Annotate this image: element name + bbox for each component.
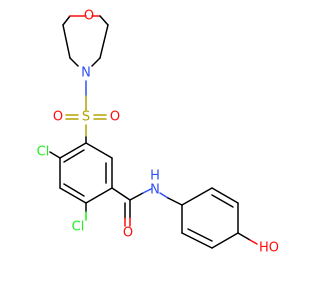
atom-label-hydrogen: H [150,169,160,184]
atom-label-sulfur: S [82,110,90,125]
amide-group [111,187,183,227]
bond [62,24,71,59]
bond [249,239,258,245]
atom-label-chlorine: Cl [37,145,50,160]
bond [99,15,109,26]
atom-label-nitrogen: N [81,66,91,81]
bond [211,232,239,249]
bond [129,192,144,201]
bond [63,149,85,163]
bond [187,228,213,242]
bond [59,187,87,204]
atom-label-oxygen: O [110,110,120,125]
hydroxyphenyl-ring [181,187,239,249]
bond [63,183,85,197]
structure-canvas: O N S O O Cl Cl N H O HO [37,9,279,256]
bond [237,232,251,241]
bond [62,15,71,26]
morpholine-ring [62,15,109,67]
atom-label-chlorine: Cl [72,220,85,235]
bond [181,232,213,249]
dichlorobenzene-ring [59,142,113,204]
bond [99,24,109,59]
molecule-diagram: O N S O O Cl Cl N H O HO [37,9,279,256]
bond [142,188,152,194]
atom-label-oxygen: O [53,110,63,125]
bond [59,142,87,159]
bond [69,57,79,67]
bond [49,151,61,159]
atom-label-oxygen: O [123,226,133,241]
bond [181,187,213,206]
atom-label-hydroxyl: HO [259,241,279,256]
bond [211,194,234,208]
atom-label-oxygen: O [84,9,94,24]
bond [91,57,101,67]
bond [85,187,113,204]
bond [167,197,183,206]
sulfonyl-double-bonds [65,114,107,120]
atom-label-nitrogen: N [150,183,160,198]
bond [211,187,239,204]
bond [111,187,131,201]
bond [85,142,113,159]
bond [159,192,169,199]
